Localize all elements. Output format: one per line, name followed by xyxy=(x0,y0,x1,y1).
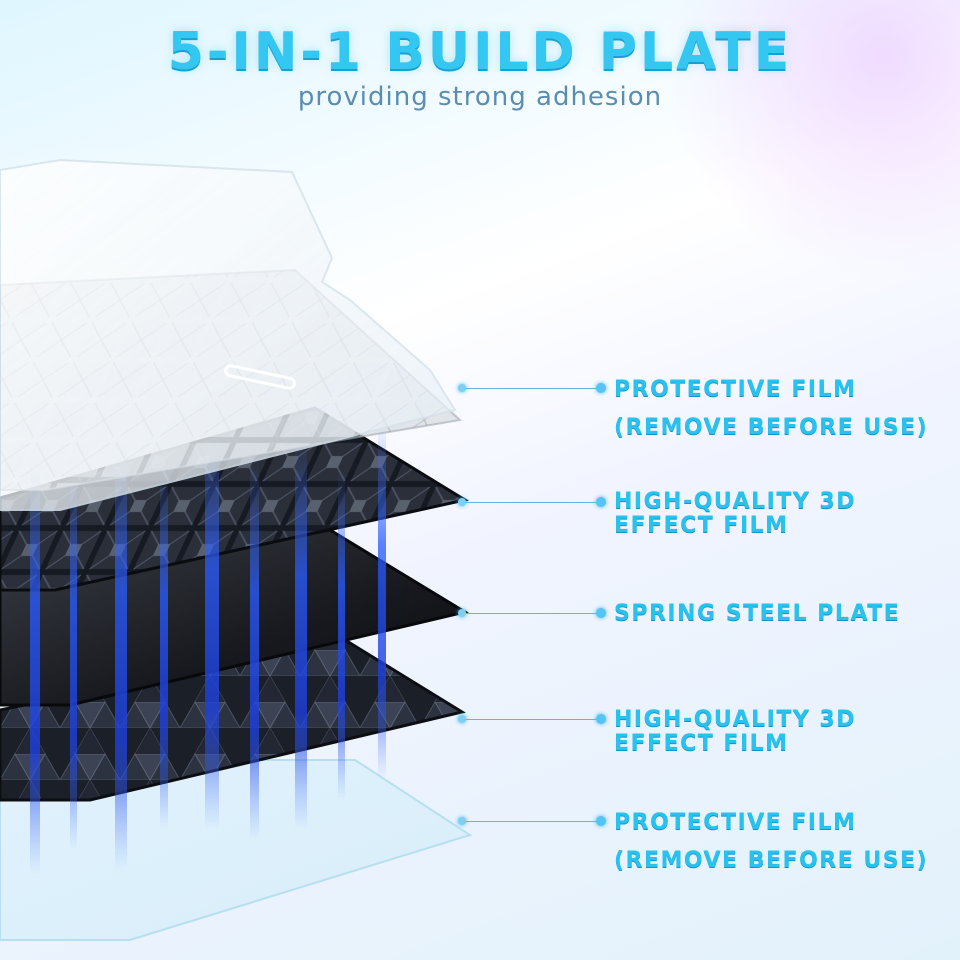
leader-start-dot xyxy=(458,817,466,825)
leader-line xyxy=(458,497,606,507)
callout-label-line2: EFFECT FILM xyxy=(614,513,789,538)
callout-label-line2: (REMOVE BEFORE USE) xyxy=(614,848,929,873)
leader-start-dot xyxy=(458,715,466,723)
callout-label-line1: PROTECTIVE FILM xyxy=(614,377,857,402)
page-subtitle: providing strong adhesion xyxy=(297,82,663,112)
leader-start-dot xyxy=(458,384,466,392)
callout-label-line1: SPRING STEEL PLATE xyxy=(614,601,901,626)
top-protective-film-layer xyxy=(0,158,457,511)
leader-end-dot xyxy=(596,497,606,507)
callout-label-line2: EFFECT FILM xyxy=(614,731,789,756)
callout-label-line1: HIGH-QUALITY 3D xyxy=(614,707,856,732)
leader-end-dot xyxy=(596,383,606,393)
leader-end-dot xyxy=(596,608,606,618)
leader-start-dot xyxy=(458,498,466,506)
leader-start-dot xyxy=(458,609,466,617)
blue-light-beams xyxy=(30,420,386,875)
leader-line xyxy=(458,714,606,724)
callout-label-line2: (REMOVE BEFORE USE) xyxy=(614,415,929,440)
leader-end-dot xyxy=(596,816,606,826)
page-title: 5-IN-1 BUILD PLATE xyxy=(167,22,793,82)
callout-label-line1: HIGH-QUALITY 3D xyxy=(614,489,856,514)
leader-line xyxy=(458,383,606,393)
leader-line xyxy=(458,816,606,826)
callout-label-line1: PROTECTIVE FILM xyxy=(614,810,857,835)
leader-line xyxy=(458,608,606,618)
leader-end-dot xyxy=(596,714,606,724)
